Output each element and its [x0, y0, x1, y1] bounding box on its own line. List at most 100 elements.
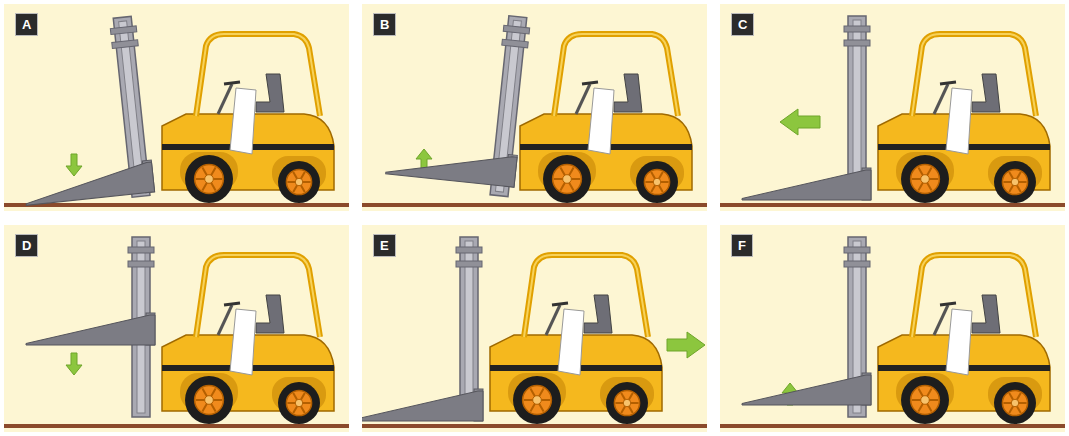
wheel-rim [644, 169, 669, 194]
operator-panel [946, 309, 972, 375]
wheel-rim [1002, 169, 1027, 194]
wheel-hub [205, 396, 214, 405]
wheel-tyre [994, 161, 1036, 203]
forklift-illustration [362, 4, 707, 211]
steering-wheel [224, 82, 240, 84]
wheel-hub [1011, 399, 1019, 407]
steering-column [218, 84, 232, 114]
mast-crosshead [128, 261, 154, 267]
mast-assembly [385, 5, 532, 197]
wheel-rim [195, 386, 224, 415]
overhead-guard [912, 255, 1036, 337]
wheel-tyre [543, 155, 591, 203]
step-letter: F [731, 234, 753, 257]
forklift [385, 5, 692, 203]
wheel-rim [911, 165, 940, 194]
wheel-rim [1002, 390, 1027, 415]
step-letter: D [15, 234, 38, 257]
mast-crosshead [844, 26, 870, 32]
overhead-guard-inner [524, 255, 648, 337]
overhead-guard [554, 34, 678, 116]
operator-panel [558, 309, 584, 375]
overhead-guard [524, 255, 648, 337]
mast-assembly [742, 237, 871, 417]
motion-arrow [66, 154, 82, 176]
steering-wheel [552, 303, 568, 305]
wheel-tyre [185, 376, 233, 424]
step-panel: F [720, 225, 1065, 432]
wheel-tyre [278, 161, 320, 203]
forklift-illustration [720, 225, 1065, 432]
ground-line [720, 203, 1065, 207]
fork [742, 375, 871, 405]
wheel-hub [653, 178, 661, 186]
steering-wheel [940, 82, 956, 84]
operator-panel [588, 88, 614, 154]
seat [972, 74, 1000, 112]
steering-wheel [940, 303, 956, 305]
step-panel: C [720, 4, 1065, 211]
operator-panel [230, 309, 256, 375]
wheel-tyre [278, 382, 320, 424]
fork [742, 170, 871, 200]
wheel-hub [295, 178, 303, 186]
wheel-rim [523, 386, 552, 415]
mast-crosshead [844, 40, 870, 46]
overhead-guard-inner [196, 34, 320, 116]
mast-crosshead [110, 26, 136, 35]
seat [614, 74, 642, 112]
wheel-tyre [513, 376, 561, 424]
ground-line [720, 424, 1065, 428]
overhead-guard [196, 255, 320, 337]
step-letter: C [731, 13, 754, 36]
overhead-guard [196, 34, 320, 116]
wheel-tyre [636, 161, 678, 203]
wheel-rim [911, 386, 940, 415]
wheel-tyre [606, 382, 648, 424]
overhead-guard-inner [912, 255, 1036, 337]
steering-column [218, 305, 232, 335]
wheel-hub [533, 396, 542, 405]
ground-line [362, 203, 707, 207]
wheel-rim [286, 390, 311, 415]
mast-crosshead [502, 39, 528, 48]
forklift [742, 16, 1050, 203]
mast-crosshead [503, 25, 529, 34]
motion-arrow [667, 332, 705, 358]
mast-assembly [362, 237, 483, 421]
fork [26, 315, 155, 345]
mast-assembly [742, 16, 871, 200]
steering-column [934, 84, 948, 114]
overhead-guard-inner [912, 34, 1036, 116]
operator-panel [946, 88, 972, 154]
wheel-rim [195, 165, 224, 194]
wheel-hub [1011, 178, 1019, 186]
ground-line [4, 424, 349, 428]
wheel-hub [921, 175, 930, 184]
mast-crosshead [128, 247, 154, 253]
wheel-hub [205, 175, 214, 184]
seat [256, 74, 284, 112]
steering-wheel [582, 82, 598, 84]
wheel-rim [614, 390, 639, 415]
step-panel: D [4, 225, 349, 432]
step-letter: B [373, 13, 396, 36]
forklift [8, 16, 334, 208]
mast-crosshead [844, 247, 870, 253]
forklift [742, 237, 1050, 424]
seat [972, 295, 1000, 333]
wheel-hub [295, 399, 303, 407]
wheel-rim [286, 169, 311, 194]
motion-arrow [780, 109, 820, 135]
mast-crosshead [456, 261, 482, 267]
wheel-tyre [185, 155, 233, 203]
wheel-tyre [901, 155, 949, 203]
step-panel: E [362, 225, 707, 432]
forklift [362, 237, 662, 424]
overhead-guard [912, 34, 1036, 116]
fork [23, 162, 154, 205]
operator-panel [230, 88, 256, 154]
wheel-rim [553, 165, 582, 194]
wheel-tyre [901, 376, 949, 424]
